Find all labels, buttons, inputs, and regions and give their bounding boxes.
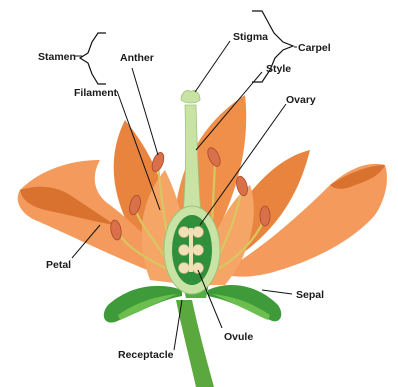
label-filament: Filament <box>74 87 118 99</box>
stamen-brace <box>80 33 106 84</box>
label-ovary: Ovary <box>286 94 316 106</box>
ovules <box>179 227 204 274</box>
anther-6 <box>260 206 270 226</box>
label-carpel: Carpel <box>298 42 331 54</box>
stigma <box>181 90 200 103</box>
label-stamen: Stamen <box>38 51 76 63</box>
label-anther: Anther <box>120 52 154 64</box>
label-stigma: Stigma <box>233 31 268 43</box>
label-receptacle: Receptacle <box>118 349 174 361</box>
label-ovule: Ovule <box>224 331 253 343</box>
label-petal: Petal <box>46 259 71 271</box>
leader-stigma <box>195 41 230 92</box>
stem <box>176 300 214 387</box>
leader-sepal <box>262 290 292 294</box>
label-style: Style <box>266 63 291 75</box>
label-sepal: Sepal <box>296 289 324 301</box>
